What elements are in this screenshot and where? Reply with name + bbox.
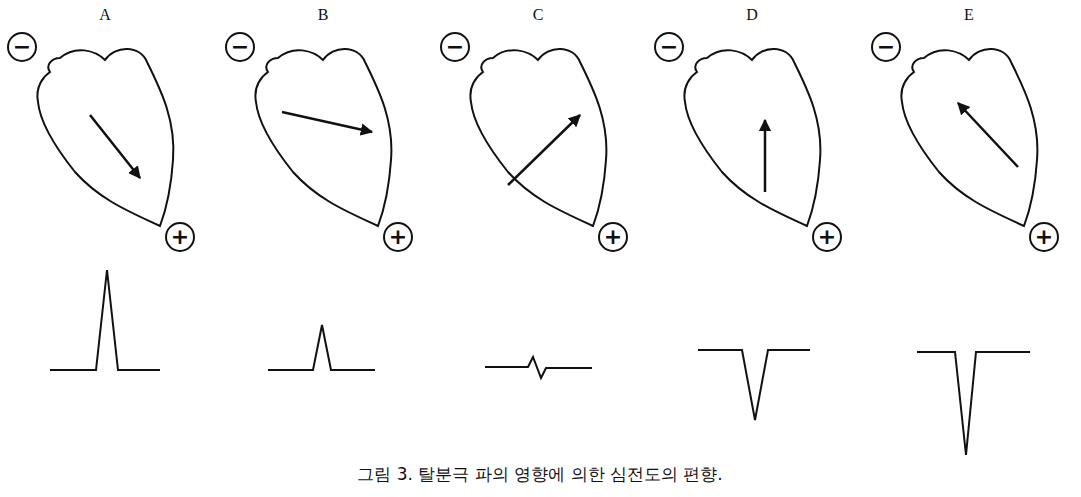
- vector-arrow: [90, 115, 140, 178]
- heart-outline: [37, 49, 173, 226]
- electrode-sign: −: [660, 36, 678, 58]
- electrode-circle: [384, 223, 412, 251]
- electrode-sign: +: [818, 226, 836, 248]
- electrode-circle: [872, 33, 900, 61]
- heart-outline: [470, 49, 606, 226]
- ecg-waveform: [485, 357, 592, 378]
- electrode-circle: [8, 33, 36, 61]
- heart-outline: [901, 49, 1037, 226]
- electrode-sign: +: [604, 226, 622, 248]
- vector-arrow: [764, 120, 767, 192]
- heart-panel: [655, 33, 841, 251]
- heart-panel: [8, 33, 194, 251]
- electrode-sign: −: [231, 36, 249, 58]
- electrode-circle: [813, 223, 841, 251]
- electrode-circle: [655, 33, 683, 61]
- heart-outline: [684, 49, 820, 226]
- panel-letter: D: [746, 7, 758, 23]
- electrode-circle: [441, 33, 469, 61]
- vector-arrow: [958, 103, 1018, 167]
- electrode-sign: +: [1035, 226, 1053, 248]
- ecg-waveform: [268, 325, 375, 370]
- electrode-circle: [166, 223, 194, 251]
- electrode-sign: +: [171, 226, 189, 248]
- electrode-circle: [599, 223, 627, 251]
- electrode-circle: [1030, 223, 1058, 251]
- electrode-circle: [226, 33, 254, 61]
- panel-letter: B: [318, 7, 329, 23]
- electrode-sign: +: [389, 226, 407, 248]
- figure-caption: 그림 3. 탈분극 파의 영향에 의한 심전도의 편향.: [357, 466, 722, 483]
- heart-panel: [441, 33, 627, 251]
- electrode-sign: −: [877, 36, 895, 58]
- panel-letter: C: [533, 7, 544, 23]
- heart-panel: [226, 33, 412, 251]
- vector-arrow: [508, 115, 580, 185]
- heart-panel: [872, 33, 1058, 251]
- heart-outline: [255, 49, 391, 226]
- ecg-waveform: [698, 350, 810, 420]
- electrode-sign: −: [446, 36, 464, 58]
- vector-arrow: [282, 112, 372, 132]
- ecg-waveform: [917, 352, 1030, 455]
- ecg-waveform: [50, 270, 160, 370]
- panel-letter: A: [99, 7, 111, 23]
- electrode-sign: −: [13, 36, 31, 58]
- panel-letter: E: [964, 7, 974, 23]
